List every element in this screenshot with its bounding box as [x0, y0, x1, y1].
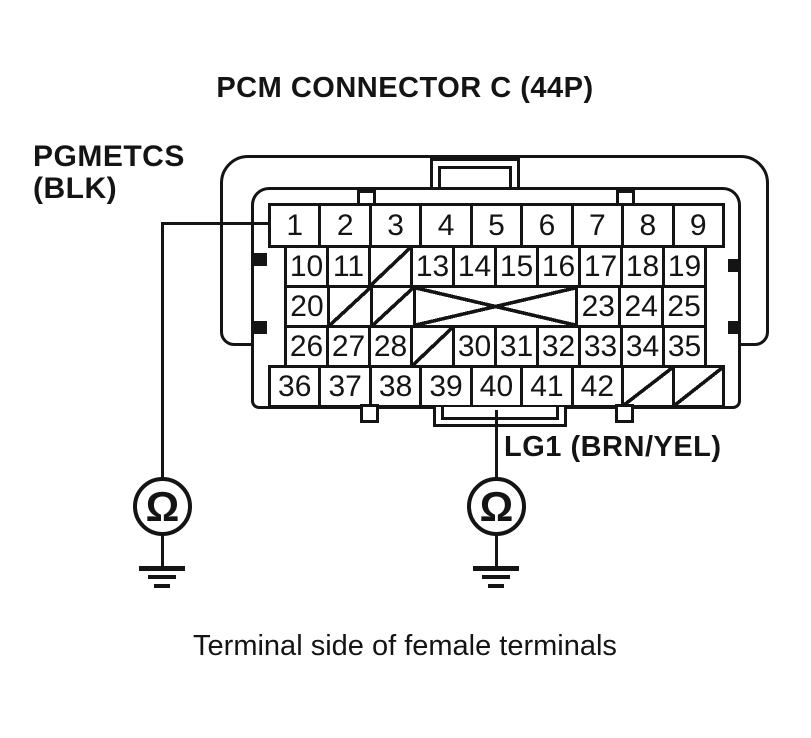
wire-label-lg1: LG1 (BRN/YEL): [504, 431, 722, 463]
connector-bottom-latch-inner: [441, 407, 559, 420]
pin-cell-34: 34: [620, 325, 665, 368]
pin-cell-26: 26: [284, 325, 329, 368]
connector-top-latch-inner: [438, 166, 512, 189]
pin-cell-10: 10: [284, 245, 329, 288]
pin-cell-16: 16: [536, 245, 581, 288]
test-lead-right-vertical: [495, 410, 498, 478]
pin-cell-11: 11: [326, 245, 371, 288]
blocked-pin-cell: [369, 285, 416, 328]
pin-cell-32: 32: [536, 325, 581, 368]
connector-key-tab-bottom-left: [360, 404, 379, 423]
pin-cell-23: 23: [575, 285, 622, 328]
pin-cell-31: 31: [494, 325, 539, 368]
pin-cell-15: 15: [494, 245, 539, 288]
pin-cell-36: 36: [268, 365, 322, 408]
connector-lug-right-upper: [728, 259, 741, 272]
wire-name: PGMETCS: [33, 140, 185, 173]
pin-cell-30: 30: [452, 325, 497, 368]
pin-cell-40: 40: [469, 365, 524, 408]
pin-cell-8: 8: [621, 203, 675, 248]
ohmmeter-left: Ω: [133, 477, 192, 536]
pin-cell-2: 2: [318, 203, 372, 248]
connector-lug-left-upper: [254, 253, 267, 266]
ohmmeter-right: Ω: [467, 477, 526, 536]
pin-cell-17: 17: [578, 245, 623, 288]
blocked-pin-cell: [671, 365, 725, 408]
pin-cell-37: 37: [318, 365, 372, 408]
pin-cell-27: 27: [326, 325, 371, 368]
pin-cell-39: 39: [419, 365, 473, 408]
connector-lug-right-lower: [728, 321, 741, 334]
ground-symbol-left-bar: [154, 584, 170, 588]
ohm-symbol: Ω: [479, 482, 514, 530]
blocked-pin-cell: [621, 365, 675, 408]
ground-symbol-right-bar: [473, 566, 519, 571]
ohm-symbol: Ω: [145, 482, 180, 530]
pin-cell-25: 25: [661, 285, 708, 328]
blocked-pin-cell: [326, 285, 373, 328]
pin-cell-13: 13: [410, 245, 455, 288]
pin-cell-20: 20: [284, 285, 330, 328]
test-lead-left-horizontal: [161, 222, 271, 225]
pin-cell-5: 5: [469, 203, 524, 248]
pin-cell-18: 18: [620, 245, 665, 288]
pin-cell-19: 19: [662, 245, 707, 288]
ground-lead-right: [495, 535, 498, 568]
blocked-pin-cell: [410, 325, 455, 368]
wire-color-code: (BLK): [33, 172, 118, 205]
ground-symbol-left-bar: [148, 575, 176, 579]
ground-symbol-right-bar: [482, 575, 510, 579]
pin-cell-1: 1: [268, 203, 322, 248]
keyway-cell: [412, 285, 579, 328]
blocked-pin-cell: [368, 245, 413, 288]
ground-symbol-right-bar: [488, 584, 504, 588]
diagram-title: PCM CONNECTOR C (44P): [216, 72, 594, 104]
pin-cell-14: 14: [452, 245, 497, 288]
pin-cell-38: 38: [368, 365, 423, 408]
pin-cell-4: 4: [419, 203, 473, 248]
pin-cell-6: 6: [520, 203, 574, 248]
wire-label-pgmetcs: PGMETCS (BLK): [33, 141, 185, 205]
test-lead-left-vertical: [161, 222, 164, 478]
diagram-caption: Terminal side of female terminals: [193, 630, 617, 662]
pin-cell-41: 41: [520, 365, 574, 408]
pin-cell-35: 35: [662, 325, 707, 368]
pin-cell-42: 42: [570, 365, 625, 408]
pin-cell-9: 9: [671, 203, 725, 248]
pin-cell-33: 33: [578, 325, 623, 368]
connector-key-tab-bottom-right: [615, 404, 634, 423]
pin-cell-28: 28: [368, 325, 413, 368]
ground-lead-left: [161, 535, 164, 568]
connector-lug-left-lower: [254, 321, 267, 334]
ground-symbol-left-bar: [139, 566, 185, 571]
pin-cell-3: 3: [368, 203, 423, 248]
pin-cell-24: 24: [618, 285, 665, 328]
pin-cell-7: 7: [570, 203, 625, 248]
